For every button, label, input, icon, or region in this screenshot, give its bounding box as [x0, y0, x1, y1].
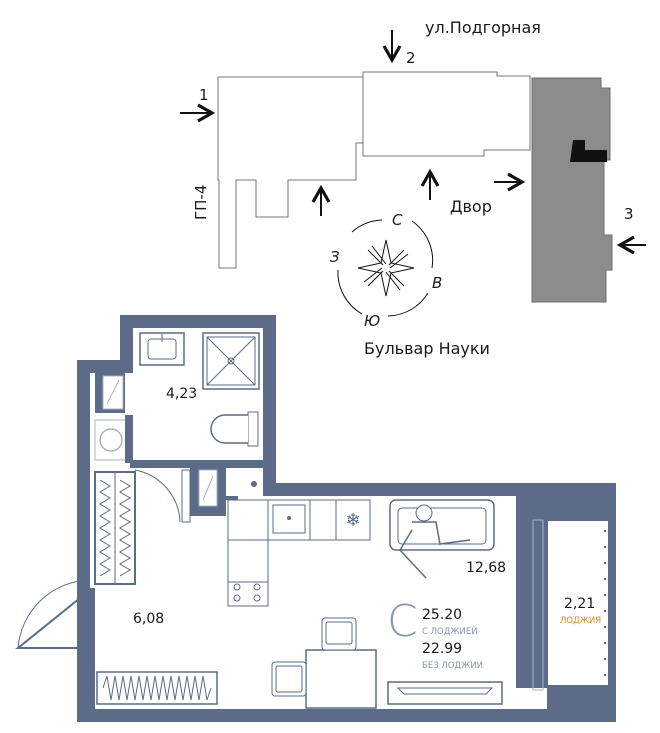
neighbor-building: [531, 77, 613, 303]
kitchen-counter: ❄: [227, 499, 371, 607]
snowflake-icon: ❄: [345, 510, 360, 531]
total-without-loggia: 22.99: [422, 641, 462, 657]
bathroom-area-label: 4,23: [166, 386, 197, 402]
dining-table: [271, 617, 377, 709]
living-area-label: 12,68: [466, 560, 506, 576]
tv-stand: [387, 681, 503, 705]
bathroom-partition: [130, 460, 190, 468]
entrance-3-label: 3: [624, 205, 634, 223]
entrance-door: [15, 579, 91, 649]
apartment-type-letter: С: [387, 596, 418, 647]
compass-south: Ю: [364, 312, 380, 330]
apartment: ❄: [15, 315, 616, 722]
wardrobe: [94, 471, 136, 585]
compass-east: В: [432, 274, 442, 292]
entrance-2-label: 2: [406, 49, 416, 67]
sink: [139, 332, 185, 366]
building-middle-outline: [362, 71, 531, 157]
toilet: [210, 411, 259, 447]
loggia-area-label: 2,21: [564, 596, 595, 612]
building-gp4-label: ГП-4: [192, 185, 210, 220]
hall-area-label: 6,08: [133, 611, 164, 627]
compass-star: [357, 239, 415, 297]
without-loggia-label: БЕЗ ЛОДЖИИ: [422, 661, 483, 671]
apartment-location-marker: [570, 140, 607, 162]
site-plan: ул.Подгорная 2 1 3 ГП-4 Двор Бульвар Нау…: [180, 18, 646, 358]
sofa: [389, 499, 495, 579]
compass-rose: С В Ю З: [330, 211, 442, 330]
hall-radiator: [96, 671, 218, 705]
total-with-loggia: 25.20: [422, 607, 462, 623]
street-bottom-label: Бульвар Науки: [364, 339, 490, 358]
loggia-outline: [546, 519, 610, 687]
building-gp4-outline: [217, 76, 364, 269]
washing-machine-icon: [99, 428, 123, 452]
shower: [202, 332, 260, 390]
entrance-1-label: 1: [199, 86, 209, 104]
compass-west: З: [330, 248, 340, 266]
with-loggia-label: С ЛОДЖИЕЙ: [422, 625, 478, 637]
compass-north: С: [392, 211, 403, 229]
loggia-label: ЛОДЖИЯ: [560, 616, 601, 626]
street-top-label: ул.Подгорная: [425, 18, 541, 37]
yard-label: Двор: [450, 197, 492, 216]
area-summary: С 25.20 С ЛОДЖИЕЙ 22.99 БЕЗ ЛОДЖИИ: [387, 596, 483, 671]
